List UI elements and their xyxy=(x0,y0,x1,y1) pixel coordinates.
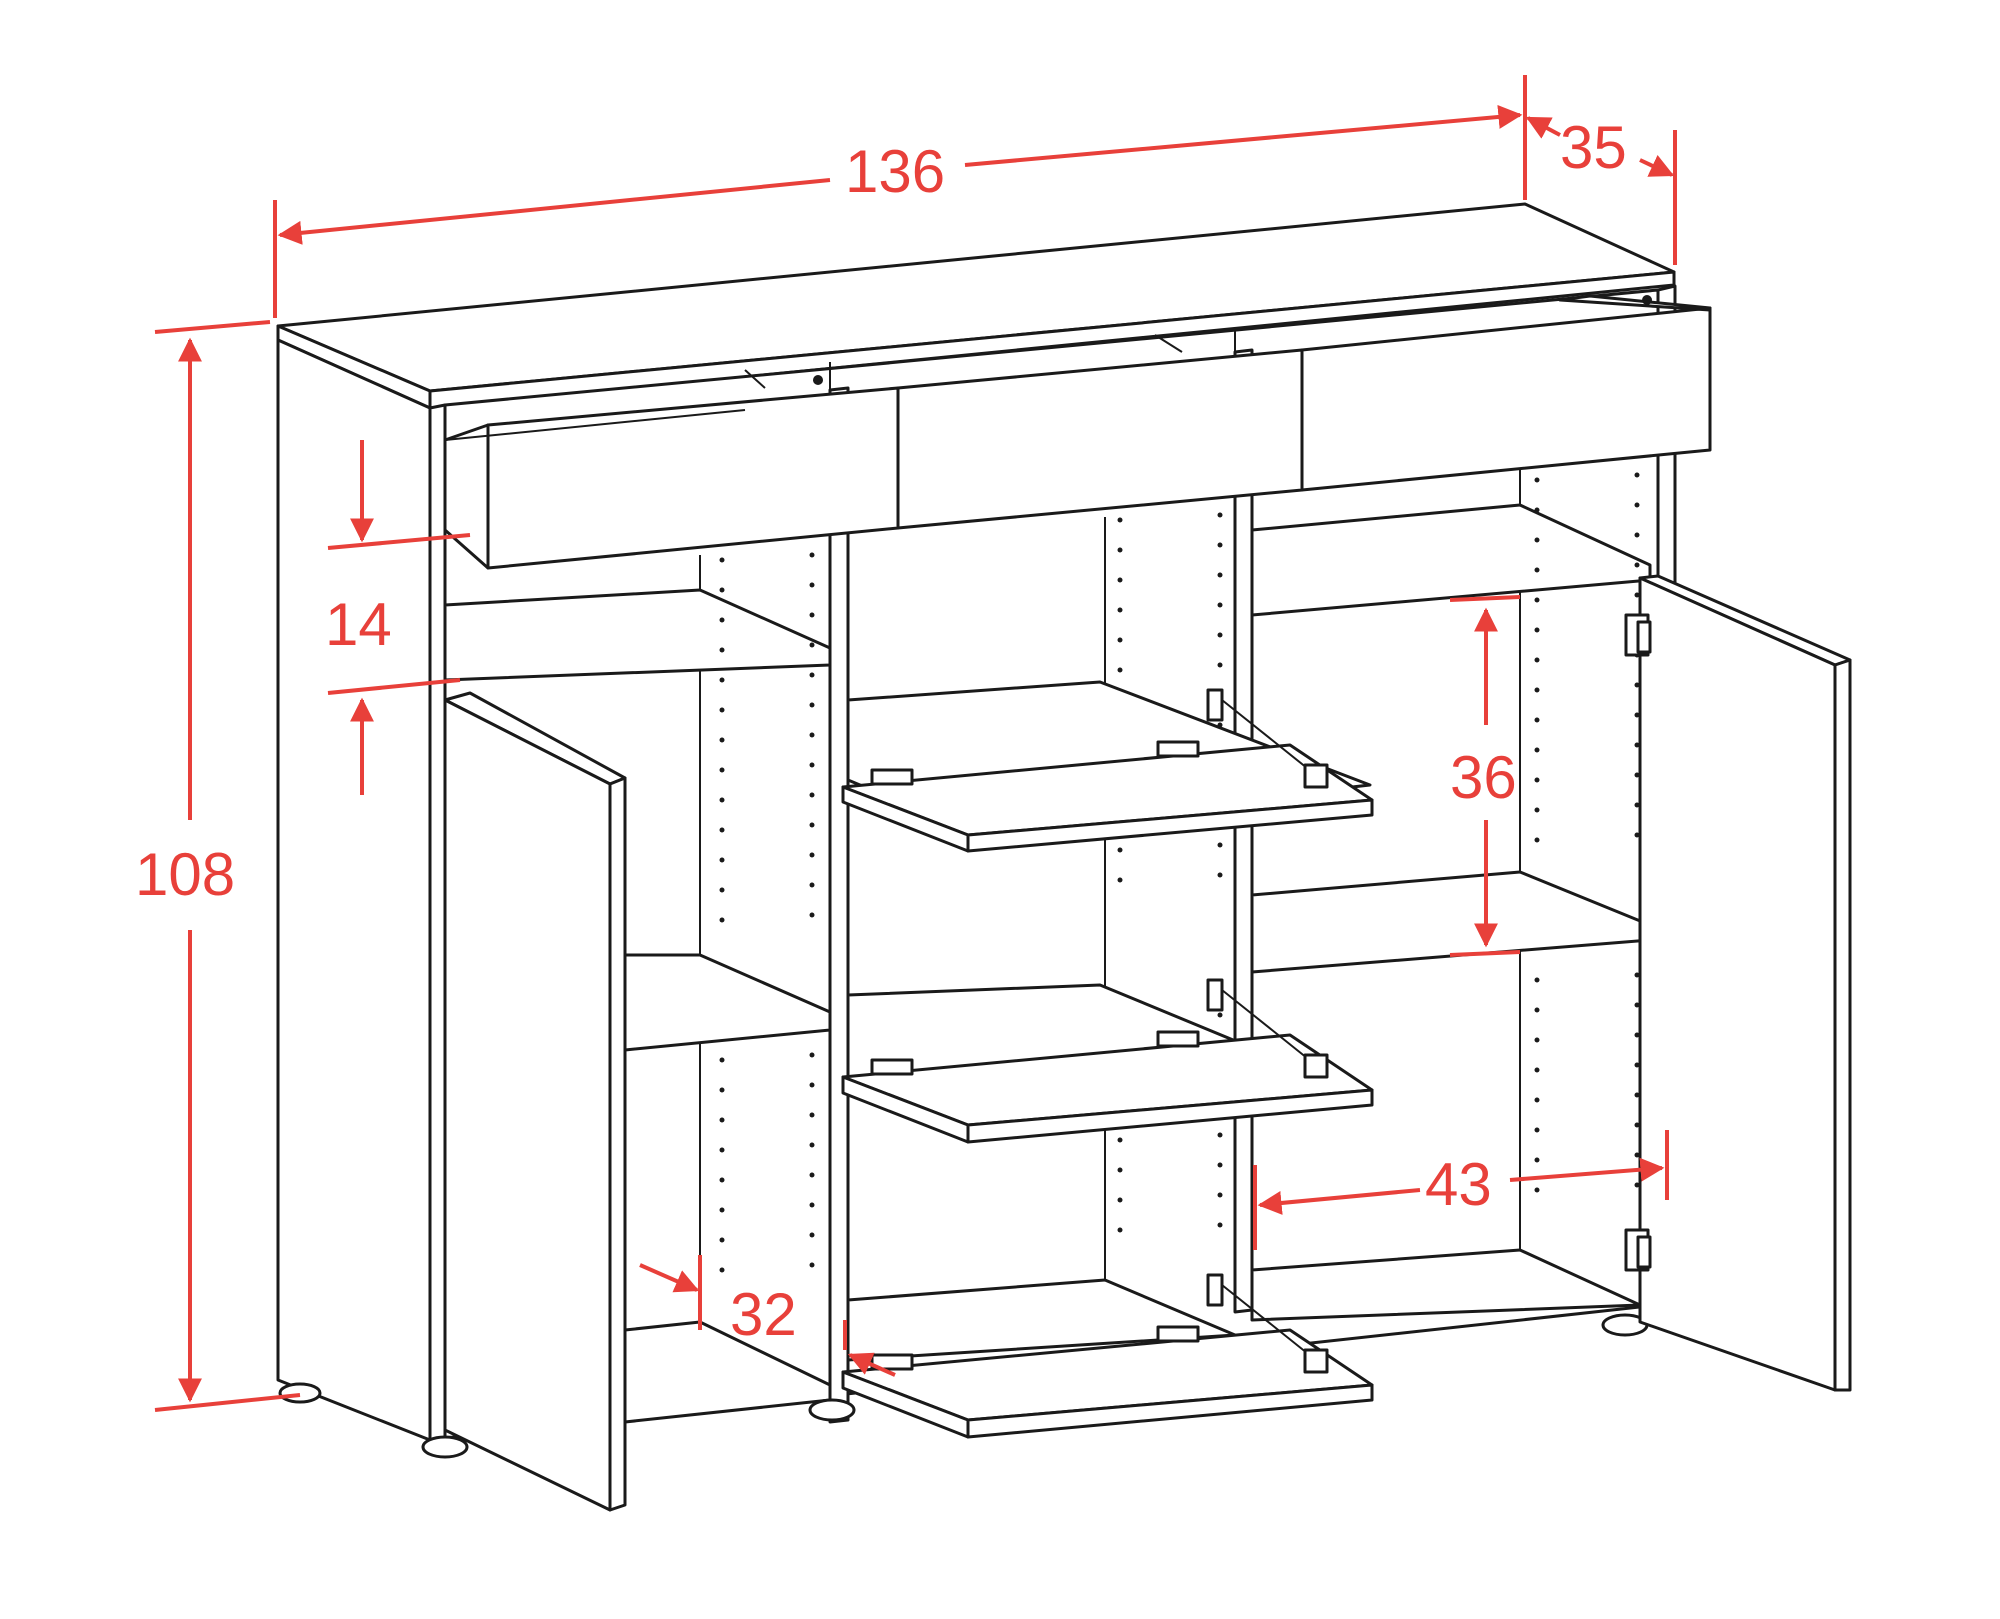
hinge-icon xyxy=(1624,1228,1652,1272)
drawer-height-label: 14 xyxy=(325,591,392,658)
shelf-peg-holes xyxy=(719,472,1640,1273)
dimension-annotations: 136 35 108 14 36 43 32 xyxy=(135,75,1677,1412)
left-shelf-upper xyxy=(443,588,832,682)
compartment-width-label: 43 xyxy=(1425,1151,1492,1218)
drawers xyxy=(443,294,1712,570)
width-label: 136 xyxy=(845,138,945,205)
left-side-panel xyxy=(276,338,432,1442)
drawer-right xyxy=(1300,306,1712,492)
depth-label: 35 xyxy=(1560,114,1627,181)
flap-door-upper xyxy=(841,680,1374,853)
foot xyxy=(808,1398,856,1422)
cabinet-body xyxy=(276,202,1677,1459)
right-door xyxy=(1624,574,1852,1392)
foot xyxy=(278,1382,322,1404)
foot xyxy=(421,1435,469,1459)
left-door xyxy=(443,691,627,1512)
door-gap-label: 32 xyxy=(730,1281,797,1348)
shelf-spacing-label: 36 xyxy=(1450,744,1517,811)
divider-left xyxy=(828,386,850,1424)
height-label: 108 xyxy=(135,841,235,908)
hinge-icon xyxy=(1624,613,1652,657)
flap-door-lower xyxy=(841,1273,1374,1439)
flap-door-middle xyxy=(841,978,1374,1144)
